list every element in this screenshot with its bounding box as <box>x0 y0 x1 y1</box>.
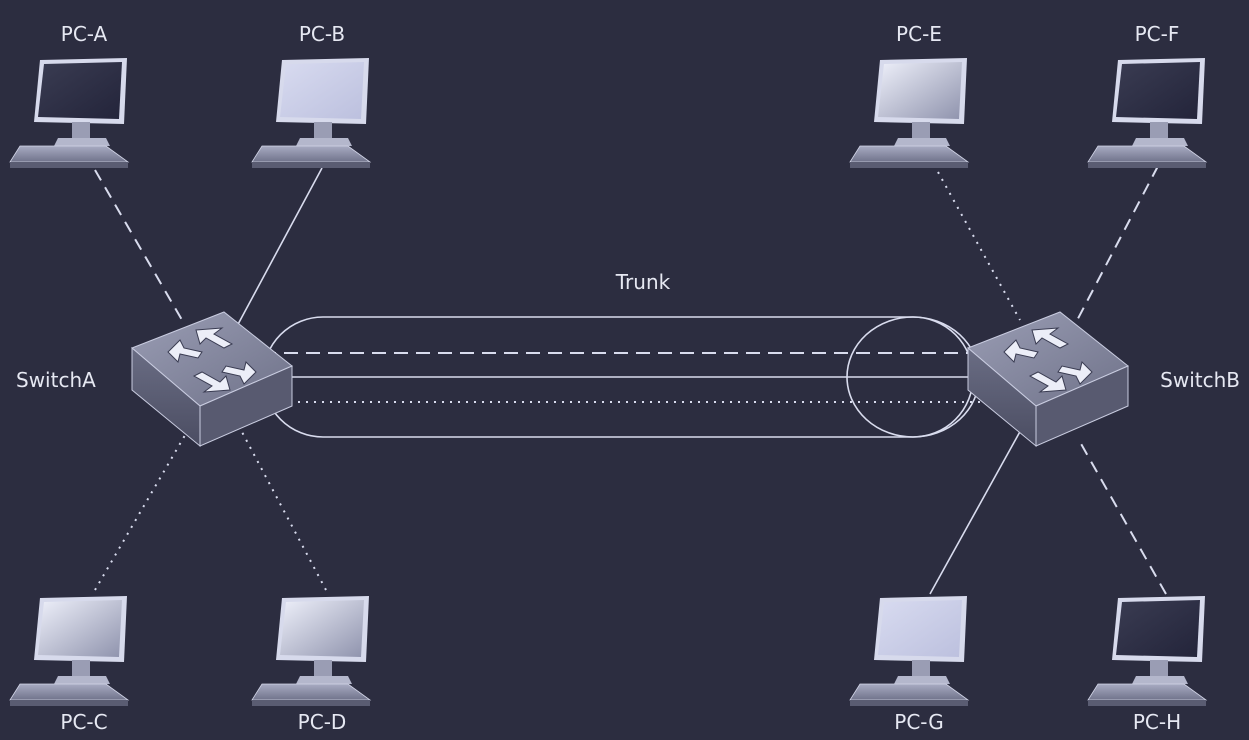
switch-b-label: SwitchB <box>1160 368 1240 392</box>
pc-h-label: PC-H <box>1132 710 1182 734</box>
switch-b-icon <box>967 311 1129 448</box>
trunk-label: Trunk <box>615 270 671 294</box>
pc-d-icon <box>251 596 372 706</box>
pc-e-label: PC-E <box>896 22 942 46</box>
link-pc-b <box>235 167 323 329</box>
pc-h-icon <box>1087 596 1208 706</box>
pc-a-icon <box>9 58 130 168</box>
pc-c-icon <box>9 596 130 706</box>
pc-c-label: PC-C <box>60 710 108 734</box>
pc-g-icon <box>849 596 970 706</box>
switch-a-icon <box>131 311 293 448</box>
link-pc-c <box>94 429 189 591</box>
link-pc-a <box>94 169 183 321</box>
pc-f-icon <box>1087 58 1208 168</box>
links-layer <box>94 165 1167 595</box>
pc-d-label: PC-D <box>297 710 347 734</box>
pc-a-label: PC-A <box>60 22 108 46</box>
pc-g-label: PC-G <box>894 710 944 734</box>
pc-e-icon <box>849 58 970 168</box>
link-pc-d <box>241 431 327 591</box>
trunk-pipe <box>262 316 990 438</box>
link-pc-h <box>1079 441 1167 595</box>
pc-b-label: PC-B <box>298 22 346 46</box>
pc-b-icon <box>251 58 372 168</box>
link-pc-g <box>929 427 1023 595</box>
switch-a-label: SwitchA <box>16 368 96 392</box>
link-pc-f <box>1071 165 1159 331</box>
pc-f-label: PC-F <box>1134 22 1180 46</box>
pcs-layer <box>9 58 1208 706</box>
link-pc-e <box>937 171 1021 321</box>
